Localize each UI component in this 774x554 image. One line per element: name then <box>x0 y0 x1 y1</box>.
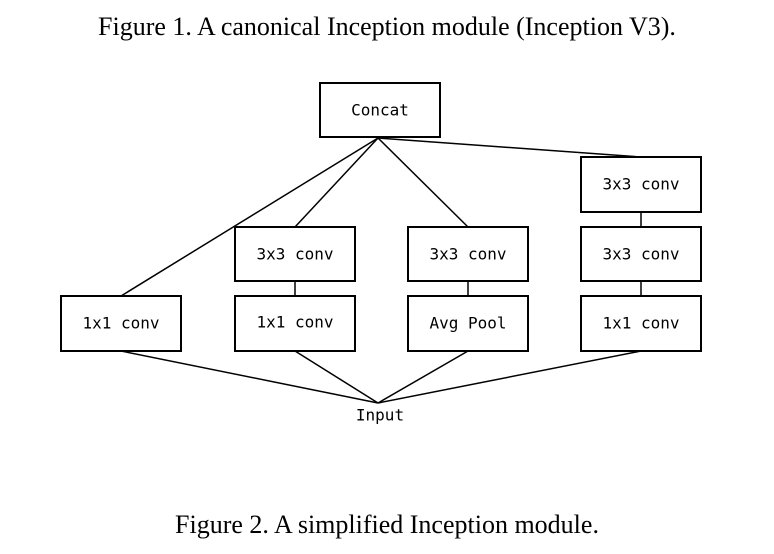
branch1-conv1x1-label: 1x1 conv <box>82 314 159 333</box>
edge-branch2-to-concat <box>294 137 379 228</box>
branch3-avg-pool-label: Avg Pool <box>429 314 506 333</box>
branch4-conv3x3-mid-node: 3x3 conv <box>580 226 702 282</box>
branch2-conv3x3-label: 3x3 conv <box>256 245 333 264</box>
edge-input-to-branch2 <box>294 350 379 404</box>
edge-input-to-branch4 <box>377 350 642 404</box>
edge-branch1-to-concat <box>120 137 379 297</box>
branch4-conv1x1-node: 1x1 conv <box>580 295 702 352</box>
edge-input-to-branch1 <box>120 350 379 404</box>
branch4-conv3x3-top-label: 3x3 conv <box>602 175 679 194</box>
branch2-conv3x3-node: 3x3 conv <box>234 226 356 282</box>
edge-input-to-branch3 <box>377 350 469 404</box>
figure-1-caption: Figure 1. A canonical Inception module (… <box>98 12 676 41</box>
concat-node: Concat <box>319 82 441 138</box>
branch4-conv3x3-mid-label: 3x3 conv <box>602 245 679 264</box>
branch2-conv1x1-label: 1x1 conv <box>256 313 333 332</box>
branch1-conv1x1-node: 1x1 conv <box>60 295 182 352</box>
branch4-conv1x1-label: 1x1 conv <box>602 314 679 333</box>
edge-branch4-to-concat <box>377 137 642 158</box>
concat-label: Concat <box>351 101 409 120</box>
branch4-conv3x3-top-node: 3x3 conv <box>580 156 702 213</box>
branch3-conv3x3-label: 3x3 conv <box>429 245 506 264</box>
branch2-conv1x1-node: 1x1 conv <box>234 295 356 352</box>
edge-branch3-to-concat <box>377 137 469 228</box>
figure-2-caption: Figure 2. A simplified Inception module. <box>175 510 599 539</box>
input-label: Input <box>356 406 404 425</box>
branch3-conv3x3-node: 3x3 conv <box>407 226 529 282</box>
branch3-avg-pool-node: Avg Pool <box>407 295 529 352</box>
